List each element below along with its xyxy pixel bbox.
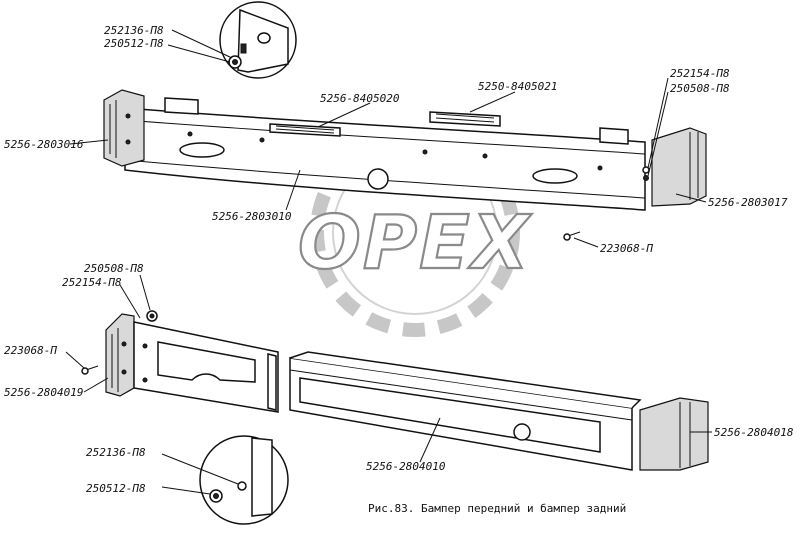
- bottom-fastener-inset: [199, 435, 289, 525]
- label-250508-left: 250508-П8: [84, 262, 144, 275]
- label-252136-bottom: 252136-П8: [86, 446, 146, 459]
- label-5256-2803010: 5256-2803010: [212, 210, 292, 223]
- label-5256-2803017: 5256-2803017: [708, 196, 788, 209]
- rear-main-beam: [289, 351, 642, 471]
- front-right-end-cap: [642, 127, 707, 207]
- front-left-end-cap: [103, 89, 145, 167]
- rear-left-bumper-section: [133, 321, 279, 413]
- label-5256-2804018: 5256-2804018: [714, 426, 794, 439]
- front-bumper-brackets: [164, 97, 629, 145]
- label-223068-left: 223068-П: [4, 344, 57, 357]
- rear-right-end-cap: [639, 397, 709, 471]
- nut-250508-left: [146, 310, 158, 322]
- license-plate-holder-left: [269, 123, 341, 137]
- front-bumper-beam: [124, 107, 646, 211]
- leader-lines: [65, 29, 712, 495]
- license-plate-holder-right: [429, 111, 501, 127]
- label-252154-right: 252154-П8: [670, 67, 730, 80]
- bolt-223068-right: [563, 231, 581, 241]
- label-252154-left: 252154-П8: [62, 276, 122, 289]
- label-223068-right: 223068-П: [600, 242, 653, 255]
- label-5256-2804019: 5256-2804019: [4, 386, 83, 399]
- watermark-text: OPEX: [298, 200, 533, 286]
- label-5250-8405021: 5250-8405021: [478, 80, 557, 93]
- label-250512-top: 250512-П8: [104, 37, 164, 50]
- label-250508-right: 250508-П8: [670, 82, 730, 95]
- label-5256-8405020: 5256-8405020: [320, 92, 400, 105]
- bolt-223068-left: [81, 365, 99, 375]
- rear-left-end-cap: [105, 313, 135, 397]
- top-fastener-inset: [219, 1, 297, 79]
- label-5256-2804010: 5256-2804010: [366, 460, 446, 473]
- label-5256-2803016: 5256-2803016: [4, 138, 84, 151]
- label-252136-top: 252136-П8: [104, 24, 164, 37]
- figure-caption: Рис.83. Бампер передний и бампер задний: [368, 502, 626, 515]
- label-250512-bottom: 250512-П8: [86, 482, 146, 495]
